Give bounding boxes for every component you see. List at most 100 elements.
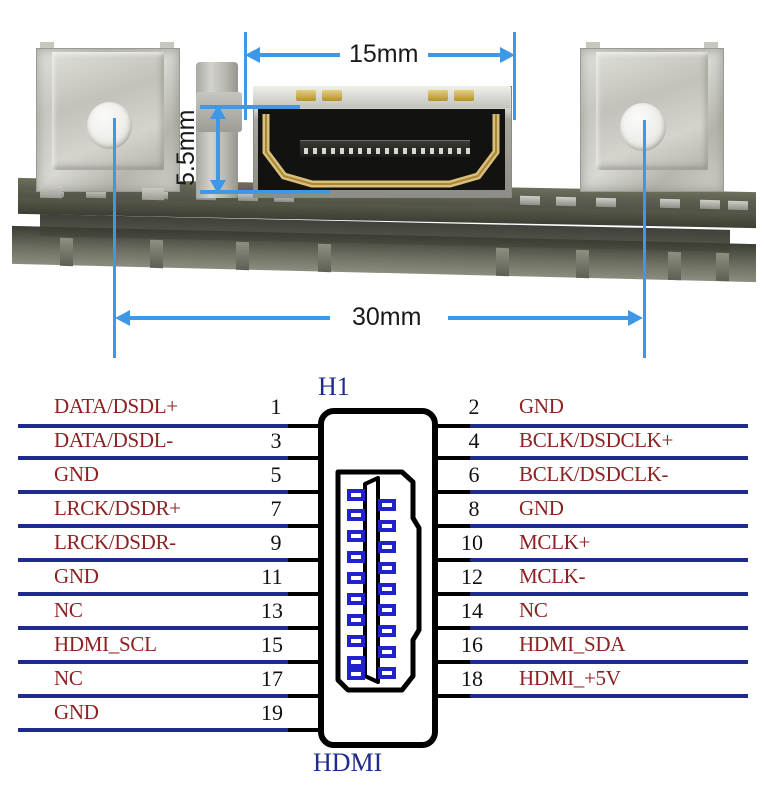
pin-number-2: 2 — [468, 394, 480, 419]
wire-left-pin-17 — [18, 694, 290, 698]
board-leg — [668, 251, 681, 281]
wire-left-pin-3 — [18, 456, 290, 460]
dim-extension-line-5.5mm-top — [200, 105, 300, 109]
wire-left-pin-19 — [18, 728, 290, 732]
hdmi-pin-dot — [313, 148, 317, 154]
leader-line-bracket-left — [113, 118, 116, 293]
pin-number-7: 7 — [270, 496, 282, 521]
hdmi-pin-dot — [304, 148, 308, 154]
hdmi-connector-symbol — [318, 408, 438, 748]
dim-arrowhead-5.5mm-bottom — [210, 180, 226, 194]
wire-left-pin-15-tip — [288, 660, 324, 664]
wire-left-pin-5 — [18, 490, 290, 494]
wire-left-pin-15 — [18, 660, 290, 664]
hdmi-pin-dot — [421, 148, 425, 154]
wire-right-pin-12-tip — [436, 592, 472, 596]
dim-arrow-shaft-15mm-left — [258, 53, 340, 57]
wire-right-pin-14 — [470, 626, 748, 630]
dim-extension-line-30mm-right — [643, 288, 646, 358]
board-leg — [60, 237, 73, 267]
dim-extension-line-15mm-right — [513, 32, 516, 120]
wire-left-pin-13-tip — [288, 626, 324, 630]
wire-left-pin-9 — [18, 558, 290, 562]
wire-left-pin-13 — [18, 626, 290, 630]
wire-right-pin-16-tip — [436, 660, 472, 664]
pin-number-18: 18 — [461, 666, 483, 691]
signal-label-pin-9: LRCK/DSDR- — [54, 530, 176, 554]
solder-pad — [700, 199, 720, 210]
pin-number-11: 11 — [261, 564, 283, 589]
wire-left-pin-1 — [18, 424, 290, 428]
wire-right-pin-10-tip — [436, 558, 472, 562]
wire-right-pin-6 — [470, 490, 748, 494]
wire-left-pin-11-tip — [288, 592, 324, 596]
dim-extension-line-5.5mm-bottom — [200, 190, 330, 194]
pin-number-14: 14 — [461, 598, 483, 623]
hdmi-shell-gold-pad — [322, 90, 342, 101]
pin-number-8: 8 — [468, 496, 480, 521]
product-photo: 15mm 5.5mm 30mm — [0, 0, 766, 370]
wire-left-pin-7 — [18, 524, 290, 528]
solder-pad — [596, 197, 616, 208]
bracket-hole-left — [87, 102, 132, 149]
board-leg — [716, 252, 729, 282]
board-leg — [236, 241, 249, 271]
hdmi-pinout-diagram: H1 HDMI DATA/DSDL+ DATA/DSDL- GND LRCK/D… — [0, 370, 766, 800]
dim-extension-line-15mm-left — [244, 32, 247, 120]
hdmi-pin-dot — [412, 148, 416, 154]
signal-label-pin-15: HDMI_SCL — [54, 632, 157, 656]
wire-left-pin-3-tip — [288, 456, 324, 460]
hdmi-pin-dot — [385, 148, 389, 154]
wire-right-pin-8-tip — [436, 524, 472, 528]
pin-number-9: 9 — [270, 530, 282, 555]
wire-right-pin-18 — [470, 694, 748, 698]
wire-left-pin-9-tip — [288, 558, 324, 562]
connector-reference-label: H1 — [318, 372, 350, 401]
pin-number-15: 15 — [261, 632, 283, 657]
hdmi-pin-dot — [367, 148, 371, 154]
dim-arrowhead-30mm-right — [628, 310, 643, 326]
board-leg — [576, 249, 589, 279]
bracket-foot — [142, 187, 164, 201]
pin-number-3: 3 — [270, 428, 282, 453]
wire-right-pin-14-tip — [436, 626, 472, 630]
solder-pad — [660, 198, 680, 209]
pin-number-16: 16 — [461, 632, 483, 657]
signal-label-pin-5: GND — [54, 462, 99, 486]
signal-label-pin-17: NC — [54, 666, 83, 690]
hdmi-pin-dot — [331, 148, 335, 154]
wire-right-pin-6-tip — [436, 490, 472, 494]
board-leg — [496, 247, 509, 277]
pin-number-12: 12 — [461, 564, 483, 589]
dim-arrow-shaft-5.5mm — [216, 116, 220, 184]
connector-type-label: HDMI — [313, 748, 383, 777]
signal-label-pin-13: NC — [54, 598, 83, 622]
hdmi-pin-dot — [349, 148, 353, 154]
signal-label-pin-10: MCLK+ — [519, 530, 591, 554]
hdmi-pin-dot — [376, 148, 380, 154]
signal-label-pin-7: LRCK/DSDR+ — [54, 496, 181, 520]
wire-left-pin-17-tip — [288, 694, 324, 698]
signal-label-pin-3: DATA/DSDL- — [54, 428, 173, 452]
bracket-foot — [40, 185, 62, 199]
wire-left-pin-1-tip — [288, 424, 324, 428]
solder-pad — [556, 196, 576, 207]
hdmi-pin-dot — [403, 148, 407, 154]
wire-left-pin-5-tip — [288, 490, 324, 494]
dim-label-30mm: 30mm — [352, 303, 422, 331]
solder-pad — [520, 195, 540, 206]
hdmi-pin-dot — [457, 148, 461, 154]
board-leg — [150, 239, 163, 269]
signal-label-pin-4: BCLK/DSDCLK+ — [519, 428, 674, 452]
signal-label-pin-11: GND — [54, 564, 99, 588]
pin-number-6: 6 — [468, 462, 480, 487]
hdmi-shell-gold-pad — [454, 90, 474, 101]
pin-number-17: 17 — [261, 666, 283, 691]
dim-arrowhead-15mm-right — [500, 47, 515, 63]
dim-label-15mm: 15mm — [349, 40, 419, 68]
pin-number-19: 19 — [261, 700, 283, 725]
wire-left-pin-19-tip — [288, 728, 324, 732]
hdmi-pin-dot — [439, 148, 443, 154]
hdmi-pin-dot — [466, 148, 470, 154]
hdmi-pin-dot — [322, 148, 326, 154]
